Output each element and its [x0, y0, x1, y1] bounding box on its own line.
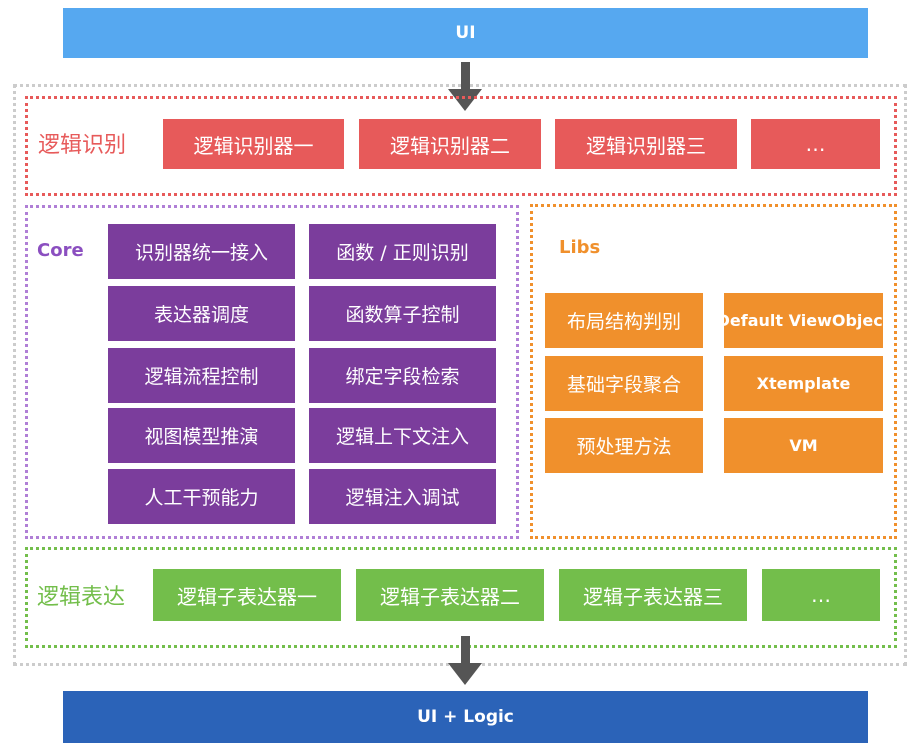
logic-recognition-title: 逻辑识别 — [38, 133, 127, 158]
core-item-3: 表达器调度 — [108, 286, 295, 341]
core-item-7: 视图模型推演 — [108, 408, 295, 463]
libs-item-vm: VM — [724, 418, 883, 473]
expressor-1: 逻辑子表达器一 — [153, 569, 341, 621]
ui-logic-bar-label: UI + Logic — [417, 707, 514, 727]
libs-item-layout: 布局结构判别 — [545, 293, 703, 348]
core-item-9: 人工干预能力 — [108, 469, 295, 524]
libs-item-default-viewobject: Default ViewObject — [717, 293, 890, 348]
expressor-3: 逻辑子表达器三 — [559, 569, 747, 621]
core-title: Core — [37, 239, 84, 261]
core-item-8: 逻辑上下文注入 — [309, 408, 496, 463]
ui-logic-bar: UI + Logic — [63, 691, 868, 743]
core-item-6: 绑定字段检索 — [309, 348, 496, 403]
bottom-arrow-head — [448, 663, 482, 685]
ui-bar: UI — [63, 8, 868, 58]
core-item-1: 识别器统一接入 — [108, 224, 295, 279]
libs-item-preprocess: 预处理方法 — [545, 418, 703, 473]
core-item-5: 逻辑流程控制 — [108, 348, 295, 403]
ui-bar-label: UI — [455, 23, 476, 43]
libs-container — [530, 204, 897, 539]
logic-expression-title: 逻辑表达 — [37, 585, 126, 610]
core-item-2: 函数 / 正则识别 — [309, 224, 496, 279]
recognizer-2: 逻辑识别器二 — [359, 119, 541, 169]
top-arrow-head — [448, 89, 482, 111]
libs-item-field-aggregation: 基础字段聚合 — [545, 356, 703, 411]
recognizer-more: … — [751, 119, 880, 169]
core-item-10: 逻辑注入调试 — [309, 469, 496, 524]
recognizer-3: 逻辑识别器三 — [555, 119, 737, 169]
core-item-4: 函数算子控制 — [309, 286, 496, 341]
libs-item-xtemplate: Xtemplate — [724, 356, 883, 411]
core-container — [25, 205, 519, 539]
top-arrow-shaft — [461, 62, 470, 90]
recognizer-1: 逻辑识别器一 — [163, 119, 344, 169]
bottom-arrow-shaft — [461, 636, 470, 664]
logic-recognition-container — [25, 96, 897, 196]
libs-title: Libs — [559, 236, 601, 258]
expressor-2: 逻辑子表达器二 — [356, 569, 544, 621]
expressor-more: … — [762, 569, 880, 621]
